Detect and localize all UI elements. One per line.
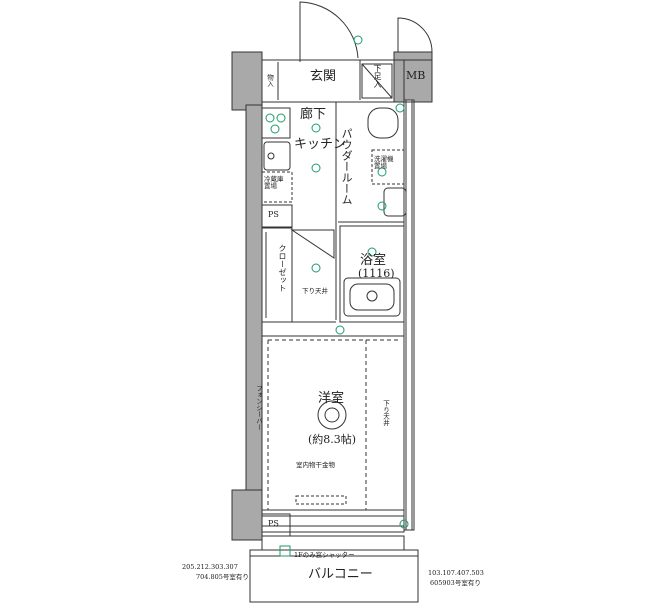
- washbasin: [383, 187, 407, 217]
- mb-door: [397, 17, 433, 53]
- label-closet: クローゼット: [278, 244, 287, 292]
- label-laundry: 洗濯機 置場: [374, 155, 394, 170]
- laundry-area: [371, 149, 405, 185]
- toilet: [367, 107, 399, 139]
- label-lowered-ceiling-2: 下り天井: [381, 400, 390, 426]
- wall-left-top: [231, 51, 263, 111]
- label-right-note-2: 605903号室有り: [430, 579, 481, 587]
- label-indoor-dryer: 室内物干金物: [296, 461, 335, 469]
- label-powder-room: パウダールーム: [340, 128, 353, 205]
- label-kitchen: キッチン: [294, 137, 347, 152]
- label-ps-top: PS: [268, 210, 279, 219]
- label-shoes: 下足入: [373, 64, 382, 88]
- label-bath: 浴室: [360, 253, 387, 268]
- entrance-door: [299, 1, 359, 62]
- bathtub: [343, 277, 401, 317]
- stove: [261, 107, 291, 139]
- label-right-note-1: 103.107.407.503: [428, 569, 484, 577]
- sink: [263, 141, 291, 171]
- label-genkan: 玄関: [310, 69, 337, 84]
- label-mb: MB: [406, 69, 426, 82]
- label-western-room: 洋室: [318, 391, 345, 406]
- label-lowered-ceiling-1: 下り天井: [302, 287, 328, 295]
- label-western-room-size: (約8.3帖): [308, 433, 357, 446]
- label-wall: フォンシーバー: [254, 385, 263, 431]
- wall-left: [245, 104, 263, 496]
- label-balcony: バルコニー: [308, 567, 373, 582]
- label-left-note-1: 205.212.303.307: [182, 563, 238, 571]
- label-hallway: 廊下: [300, 107, 327, 122]
- label-left-note-2: 704.805号室有り: [196, 573, 249, 581]
- label-shutter-note: 1Fのみ窓シャッター: [294, 551, 355, 559]
- label-storage: 物入: [265, 74, 274, 87]
- label-ps-bottom: PS: [268, 519, 279, 528]
- wall-left-bottom: [231, 489, 263, 541]
- label-bath-size: (1116): [358, 267, 395, 280]
- label-fridge: 冷蔵庫 置場: [264, 175, 284, 190]
